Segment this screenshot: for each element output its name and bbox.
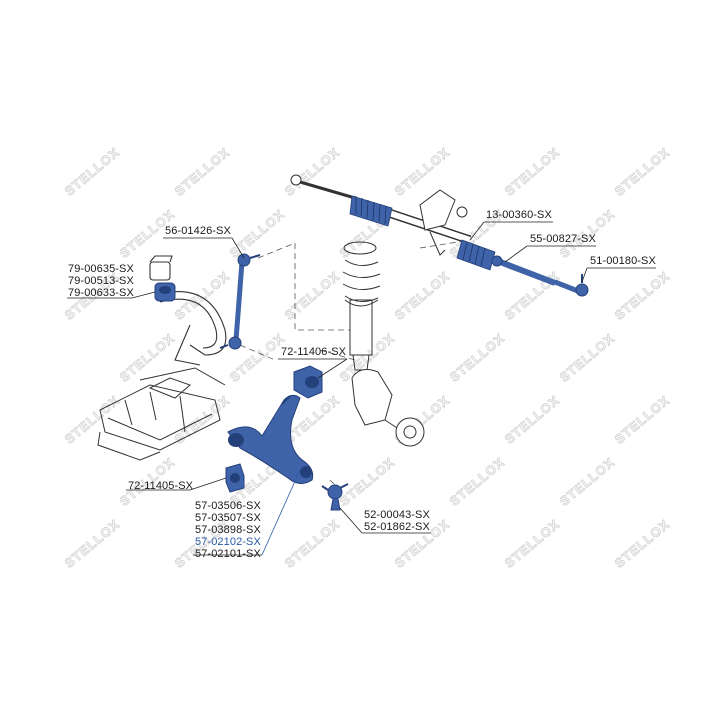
- label-79-00513: 79-00513-SX: [68, 275, 134, 287]
- front-bushing: [293, 365, 323, 399]
- watermark-text: STELLOX: [172, 144, 233, 199]
- rack-boot-left: [349, 195, 393, 227]
- label-55-00827: 55-00827-SX: [530, 233, 596, 245]
- watermark-text: STELLOX: [502, 144, 563, 199]
- label-57-03506: 57-03506-SX: [195, 500, 261, 512]
- watermark-text: STELLOX: [612, 144, 673, 199]
- label-51-00180: 51-00180-SX: [590, 255, 656, 267]
- watermark-text: STELLOX: [557, 330, 618, 385]
- watermark-text: STELLOX: [502, 516, 563, 571]
- watermark-text: STELLOX: [172, 268, 233, 323]
- watermark-text: STELLOX: [612, 268, 673, 323]
- label-79-00635: 79-00635-SX: [68, 263, 134, 275]
- label-13-00360: 13-00360-SX: [486, 209, 552, 221]
- watermark-text: STELLOX: [337, 454, 398, 509]
- watermark-text: STELLOX: [612, 392, 673, 447]
- steering-rack: [290, 174, 472, 256]
- label-79-00633: 79-00633-SX: [68, 287, 134, 299]
- label-57-02102: 57-02102-SX: [195, 536, 261, 548]
- strut-spring: [342, 241, 381, 371]
- watermark-text: STELLOX: [282, 516, 343, 571]
- watermark-text: STELLOX: [392, 268, 453, 323]
- watermark-text: STELLOX: [502, 392, 563, 447]
- label-57-03898: 57-03898-SX: [195, 524, 261, 536]
- inner-tie-rod: [491, 255, 557, 286]
- watermark-text: STELLOX: [62, 144, 123, 199]
- label-57-02101: 57-02101-SX: [195, 548, 261, 560]
- watermark-text: STELLOX: [62, 516, 123, 571]
- steering-knuckle: [351, 369, 425, 447]
- rear-bushing: [225, 463, 245, 493]
- tie-rod-end: [554, 274, 589, 297]
- subframe: [97, 367, 226, 461]
- watermark-text: STELLOX: [557, 454, 618, 509]
- watermark-text: STELLOX: [392, 144, 453, 199]
- label-52-00043: 52-00043-SX: [364, 509, 430, 521]
- leader-lines: [67, 221, 656, 556]
- watermark-text: STELLOX: [447, 454, 508, 509]
- label-72-11405: 72-11405-SX: [128, 480, 194, 492]
- ball-joint: [321, 483, 349, 511]
- label-56-01426: 56-01426-SX: [165, 225, 231, 237]
- watermark-text: STELLOX: [117, 330, 178, 385]
- stabilizer-link: [219, 253, 261, 350]
- stabilizer-bar: [149, 255, 227, 366]
- label-72-11406: 72-11406-SX: [281, 346, 347, 358]
- control-arm: [227, 394, 314, 484]
- label-57-03507: 57-03507-SX: [195, 512, 261, 524]
- watermark-text: STELLOX: [282, 268, 343, 323]
- stabilizer-bush: [154, 282, 176, 302]
- watermark-text: STELLOX: [447, 330, 508, 385]
- watermark-text: STELLOX: [612, 516, 673, 571]
- rack-boot-right: [456, 239, 496, 271]
- watermark-text: STELLOX: [62, 392, 123, 447]
- label-52-01862: 52-01862-SX: [364, 521, 430, 533]
- watermark-text: STELLOX: [227, 206, 288, 261]
